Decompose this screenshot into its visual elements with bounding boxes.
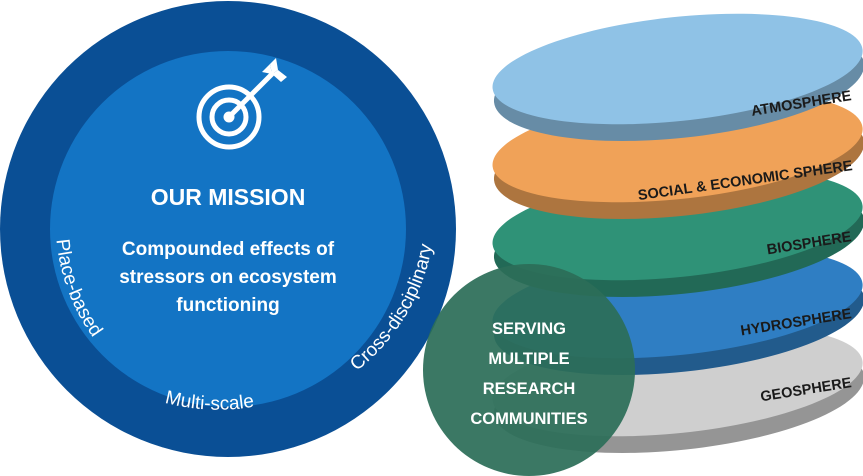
target-arrow-icon: [196, 58, 287, 150]
mission-inner-circle: [50, 51, 406, 407]
serving-line-4: COMMUNITIES: [470, 410, 587, 428]
serving-line-3: RESEARCH: [483, 380, 576, 398]
mission-title: OUR MISSION: [151, 184, 306, 210]
serving-line-2: MULTIPLE: [488, 350, 569, 368]
serving-circle-disc: [423, 264, 635, 476]
mission-body-line-3: functioning: [176, 295, 279, 316]
mission-circle: OUR MISSION Compounded effects of stress…: [0, 1, 456, 457]
serving-line-1: SERVING: [492, 320, 566, 338]
mission-body-line-1: Compounded effects of: [122, 239, 335, 260]
layer-top-atmosphere: [492, 13, 863, 125]
layer-atmosphere: [492, 13, 863, 141]
mission-body-line-2: stressors on ecosystem: [119, 267, 337, 288]
serving-circle: SERVING MULTIPLE RESEARCH COMMUNITIES: [423, 264, 635, 476]
